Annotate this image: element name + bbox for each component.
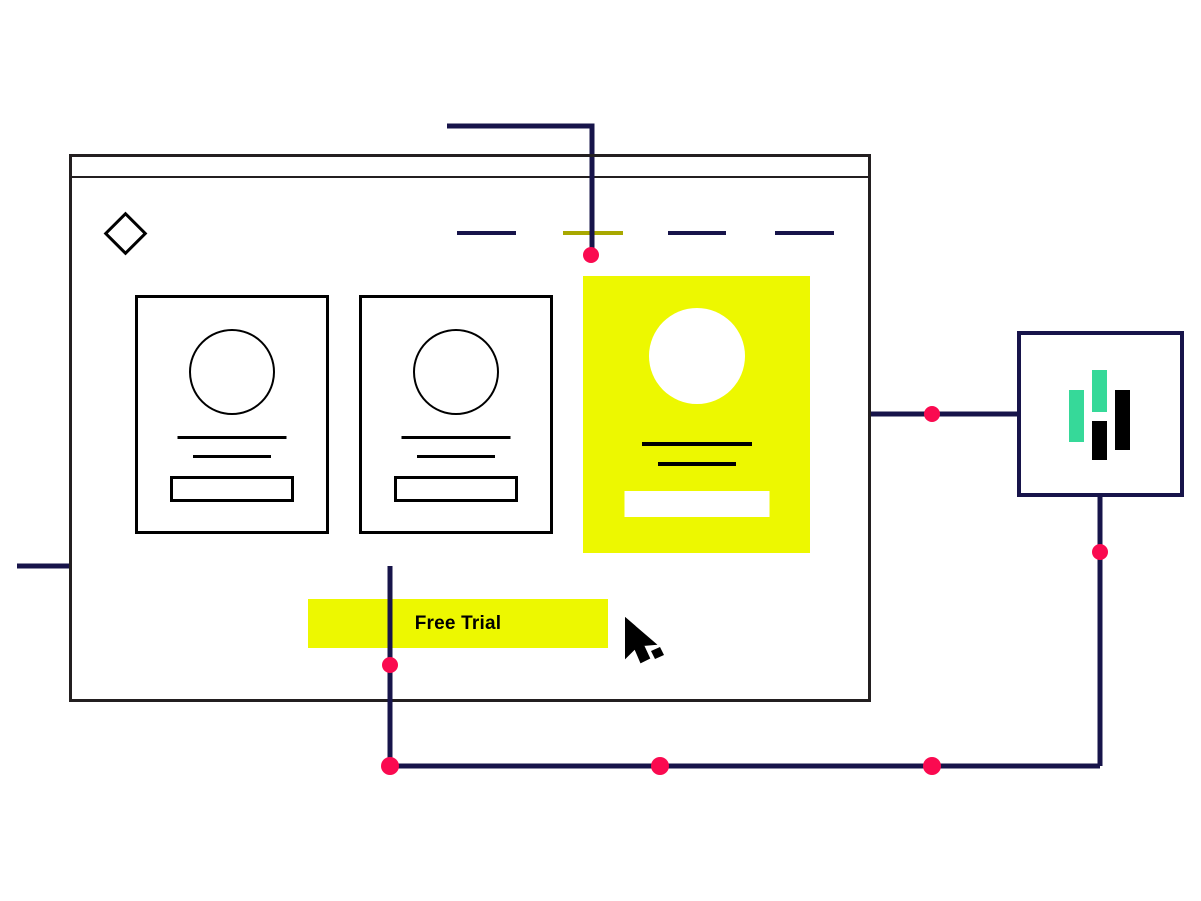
- chart-bar-1: [1069, 390, 1084, 442]
- chart-bar-4: [1115, 390, 1130, 450]
- connector-node-rail-3[interactable]: [923, 757, 941, 775]
- free-trial-label: Free Trial: [414, 612, 502, 634]
- card-text-line-primary: [401, 436, 511, 439]
- card-text-line-primary: [641, 442, 752, 446]
- card-action-button[interactable]: [624, 491, 769, 517]
- connector-node-cta[interactable]: [382, 657, 398, 673]
- pricing-card-highlighted[interactable]: [583, 276, 810, 553]
- card-action-button[interactable]: [394, 476, 518, 502]
- card-text-line-secondary: [417, 455, 495, 458]
- circle-outline-icon: [189, 329, 275, 415]
- browser-titlebar: [69, 154, 871, 178]
- nav-item-1[interactable]: [457, 231, 516, 235]
- card-text-line-secondary: [657, 462, 736, 466]
- nav-item-3[interactable]: [668, 231, 726, 235]
- connector-node-rail-1[interactable]: [381, 757, 399, 775]
- mouse-pointer-icon: [625, 617, 664, 664]
- connector-node-nav[interactable]: [583, 247, 599, 263]
- connector-node-widget-2[interactable]: [1092, 544, 1108, 560]
- chart-bar-2: [1092, 370, 1107, 412]
- connector-node-rail-2[interactable]: [651, 757, 669, 775]
- card-text-line-primary: [177, 436, 287, 439]
- circle-filled-icon: [648, 308, 745, 404]
- analytics-widget[interactable]: [1017, 331, 1184, 497]
- chart-bar-3: [1092, 421, 1107, 460]
- card-text-line-secondary: [193, 455, 271, 458]
- connector-node-widget[interactable]: [924, 406, 940, 422]
- circle-outline-icon: [413, 329, 499, 415]
- pricing-card-1[interactable]: [135, 295, 329, 534]
- free-trial-button[interactable]: Free Trial: [308, 599, 608, 648]
- pricing-card-2[interactable]: [359, 295, 553, 534]
- card-action-button[interactable]: [170, 476, 294, 502]
- nav-item-4[interactable]: [775, 231, 834, 235]
